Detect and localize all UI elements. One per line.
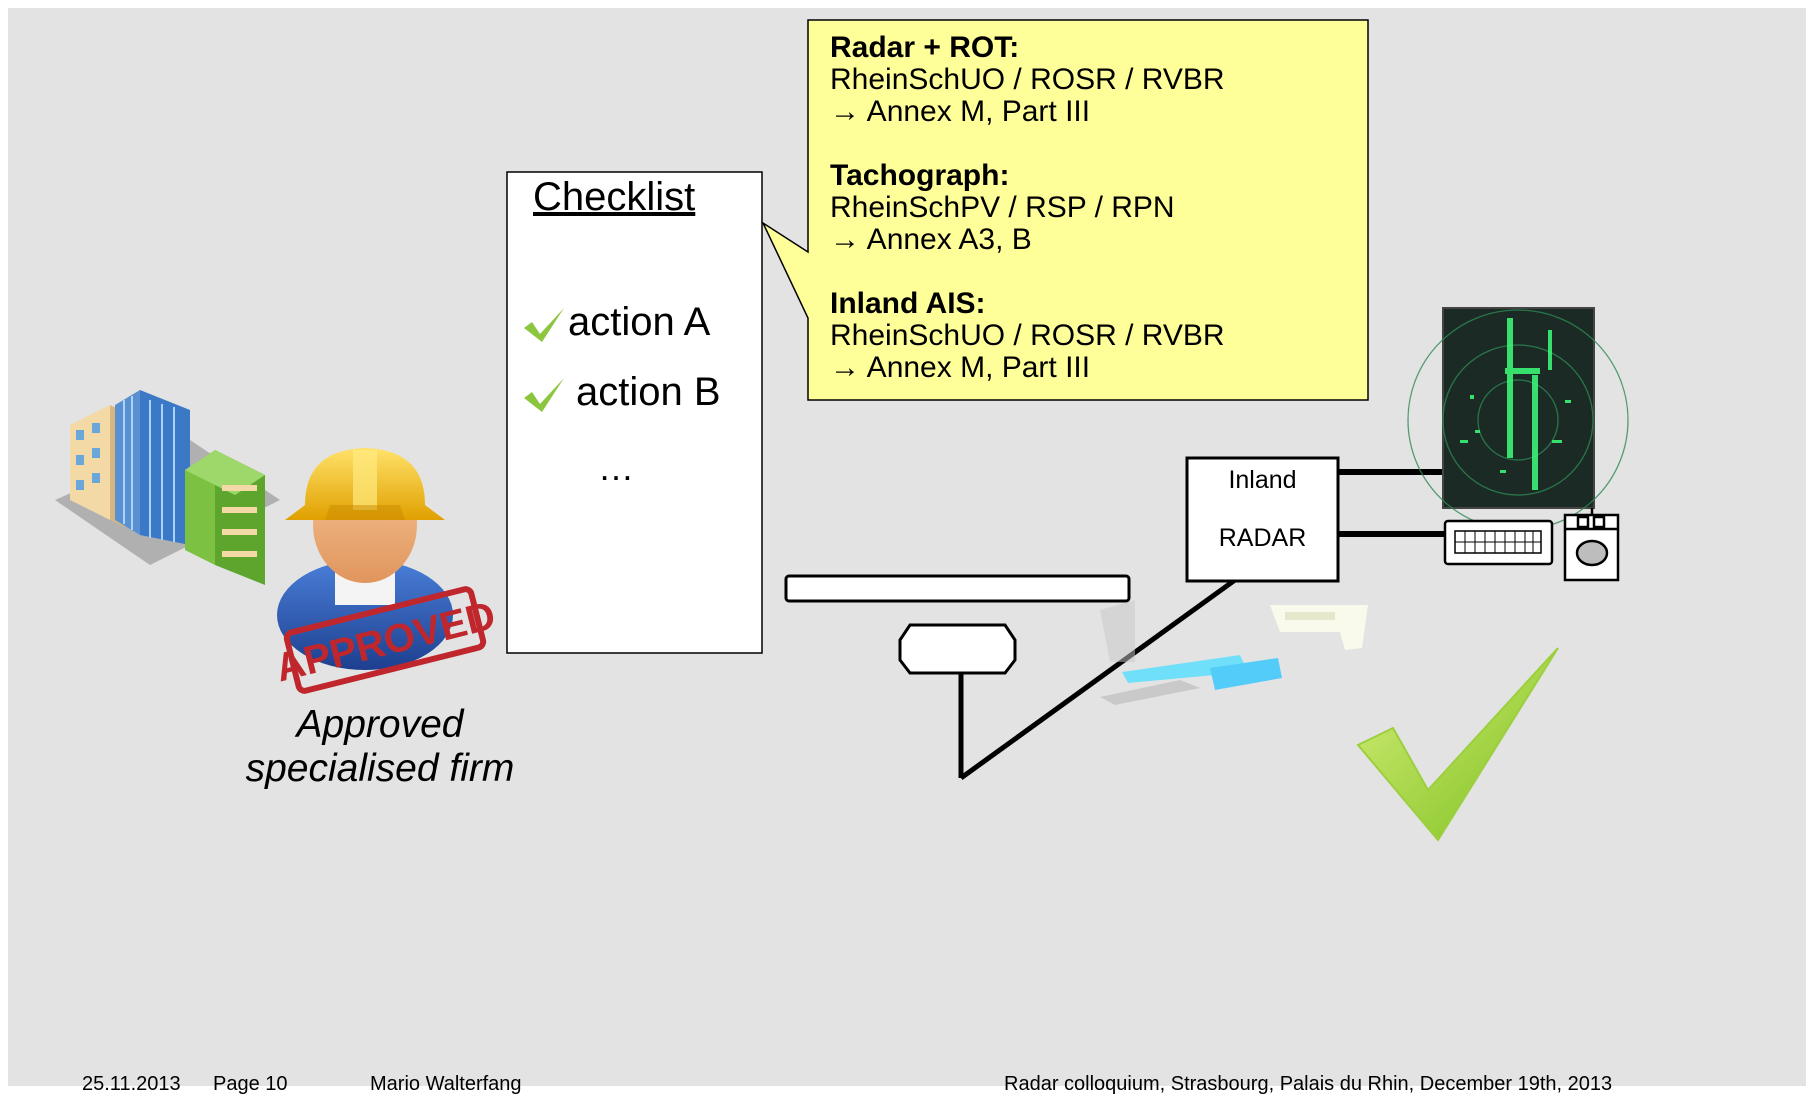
connector-lines xyxy=(1338,469,1445,537)
callout-heading: Radar + ROT: xyxy=(830,31,1020,64)
antenna-cables xyxy=(958,577,1237,781)
control-unit xyxy=(1563,508,1620,582)
radar-antenna xyxy=(784,574,1131,675)
check-icon xyxy=(524,308,564,343)
callout-line: RheinSchUO / ROSR / RVBR xyxy=(830,319,1225,352)
callout-line: → Annex A3, B xyxy=(830,223,1032,256)
callout-bubble xyxy=(761,19,1369,401)
footer-event: Radar colloquium, Strasbourg, Palais du … xyxy=(1004,1073,1613,1095)
approved-worker-figure: APPROVED xyxy=(271,448,500,694)
callout-heading: Tachograph: xyxy=(830,159,1010,192)
callout-section-radar: Radar + ROT: RheinSchUO / ROSR / RVBR → … xyxy=(830,32,1350,128)
firm-caption-line2: specialised firm xyxy=(245,747,515,790)
ship-illustration xyxy=(1100,600,1368,705)
footer-date: 25.11.2013 xyxy=(82,1073,181,1095)
checklist-item-label: action B xyxy=(576,370,721,414)
firm-caption-line1: Approved xyxy=(296,703,464,746)
checklist-item-label: action A xyxy=(568,300,711,344)
callout-line: RheinSchPV / RSP / RPN xyxy=(830,191,1175,224)
checklist-title: Checklist xyxy=(533,175,696,219)
buildings-illustration xyxy=(55,390,280,585)
footer-page: Page 10 xyxy=(213,1073,288,1095)
checklist-ellipsis: … xyxy=(598,447,634,488)
checklist-box xyxy=(506,171,763,654)
radar-box-line2: RADAR xyxy=(1218,524,1307,552)
checklist-item: action A xyxy=(520,300,710,345)
firm-caption: Approved specialised firm xyxy=(200,703,560,791)
inland-radar-box xyxy=(1185,456,1340,583)
radar-box-line1: Inland xyxy=(1228,466,1297,494)
check-icon xyxy=(524,378,564,413)
callout-section-tachograph: Tachograph: RheinSchPV / RSP / RPN → Ann… xyxy=(830,160,1350,256)
callout-line: → Annex M, Part III xyxy=(830,351,1091,384)
checklist-item: action B xyxy=(520,370,721,415)
radar-box-label: Inland RADAR xyxy=(1190,465,1335,553)
callout-line: → Annex M, Part III xyxy=(830,95,1091,128)
footer-author: Mario Walterfang xyxy=(370,1073,522,1095)
radar-screen xyxy=(1407,307,1629,531)
callout-section-ais: Inland AIS: RheinSchUO / ROSR / RVBR → A… xyxy=(830,288,1350,384)
callout-line: RheinSchUO / ROSR / RVBR xyxy=(830,63,1225,96)
callout-heading: Inland AIS: xyxy=(830,287,986,320)
keyboard xyxy=(1443,519,1554,566)
large-check-icon xyxy=(1356,647,1559,842)
callout-text: Radar + ROT: RheinSchUO / ROSR / RVBR → … xyxy=(830,32,1350,384)
